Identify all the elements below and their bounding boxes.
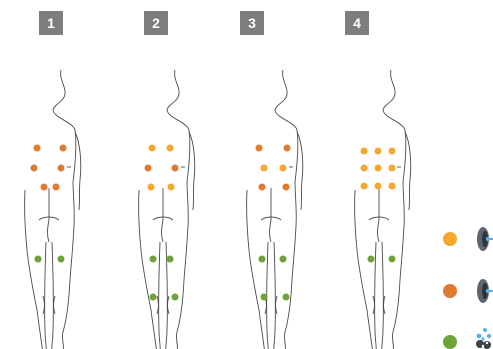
electrode-dot: [374, 182, 382, 190]
legend-item-yellow: [443, 227, 493, 251]
legend: [443, 227, 493, 349]
electrode-dot: [57, 255, 65, 263]
electrode-dot: [59, 144, 67, 152]
legend-swatch-orange: [443, 284, 457, 298]
electrode-dot: [360, 147, 368, 155]
electrode-dot: [40, 183, 48, 191]
electrode-dot: [258, 255, 266, 263]
panel-3-number-badge: 3: [240, 11, 264, 35]
electrode-dot: [166, 255, 174, 263]
electrode-dot: [360, 182, 368, 190]
electrode-dot: [171, 293, 179, 301]
electrode-dot: [279, 255, 287, 263]
electrode-dot: [255, 144, 263, 152]
water-droplets-icon: [476, 328, 492, 349]
electrode-dot: [33, 144, 41, 152]
panel-1-number-badge: 1: [39, 11, 63, 35]
electrode-dot: [167, 183, 175, 191]
electrode-dot: [282, 183, 290, 191]
electrode-dot: [388, 147, 396, 155]
panel-3-body: [246, 69, 304, 349]
electrode-dot: [260, 164, 268, 172]
electrode-dot: [30, 164, 38, 172]
electrode-pad-icon: [477, 279, 493, 303]
electrode-dot: [388, 164, 396, 172]
electrode-dot: [388, 255, 396, 263]
legend-swatch-green: [443, 335, 457, 349]
electrode-dot: [34, 255, 42, 263]
electrode-dot: [147, 183, 155, 191]
electrode-dot: [260, 293, 268, 301]
electrode-dot: [144, 164, 152, 172]
electrode-dot: [166, 144, 174, 152]
legend-item-orange: [443, 279, 493, 303]
electrode-dot: [258, 183, 266, 191]
electrode-dot: [374, 147, 382, 155]
electrode-dot: [149, 255, 157, 263]
electrode-dot: [57, 164, 65, 172]
electrode-dot: [282, 293, 290, 301]
panel-4-number-badge: 4: [345, 11, 369, 35]
panel-2-body: [138, 69, 196, 349]
electrode-dot: [374, 164, 382, 172]
electrode-dot: [360, 164, 368, 172]
legend-item-green: [443, 328, 492, 349]
panel-1-body: [24, 69, 82, 349]
electrode-dot: [149, 293, 157, 301]
electrode-pad-icon: [477, 227, 493, 251]
electrode-dot: [367, 255, 375, 263]
electrode-dot: [279, 164, 287, 172]
electrode-dot: [171, 164, 179, 172]
electrode-dot: [388, 182, 396, 190]
electrode-dot: [148, 144, 156, 152]
electrode-dot: [283, 144, 291, 152]
panel-1-back-pads: [30, 144, 67, 191]
electrode-dot: [52, 183, 60, 191]
legend-swatch-yellow: [443, 232, 457, 246]
panel-4-body: [354, 69, 412, 349]
panel-2-number-badge: 2: [144, 11, 168, 35]
